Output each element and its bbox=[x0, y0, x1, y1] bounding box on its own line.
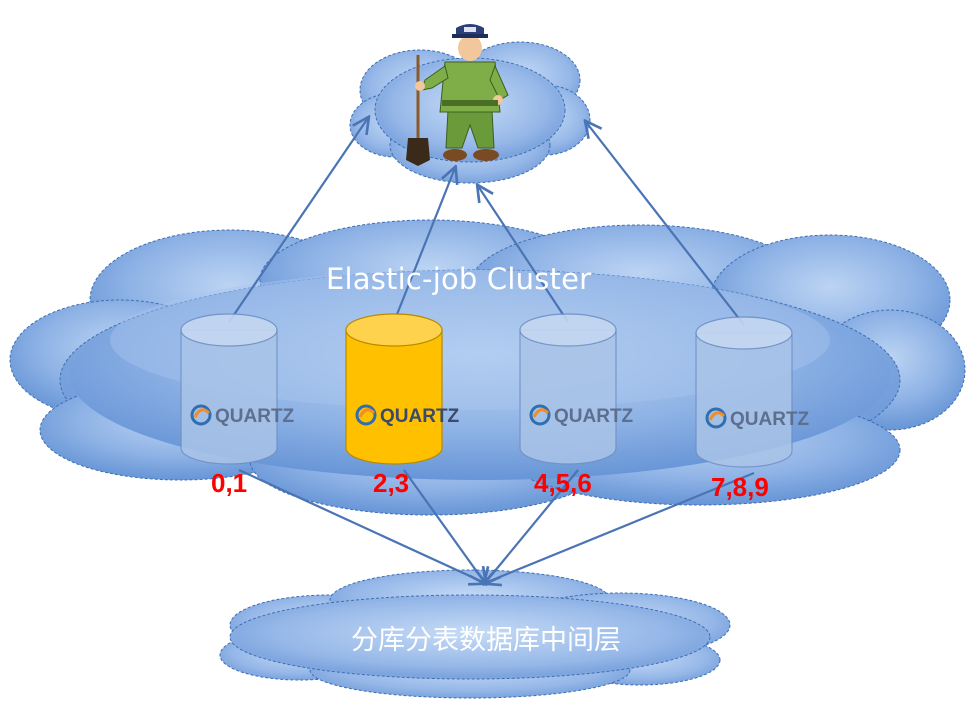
arrow-to-coordinator-2 bbox=[478, 186, 569, 323]
middleware-label: 分库分表数据库中间层 bbox=[351, 625, 621, 656]
quartz-brand-text: QUARTZ bbox=[730, 409, 810, 430]
quartz-logo-icon bbox=[529, 404, 551, 426]
shard-label-1: 2,3 bbox=[373, 468, 410, 498]
quartz-brand-text: QUARTZ bbox=[380, 406, 460, 427]
shard-label-0: 0,1 bbox=[211, 468, 248, 498]
arrows-layer bbox=[228, 118, 755, 583]
arrow-to-middleware-1 bbox=[403, 469, 485, 583]
cluster-label: Elastic-job Cluster bbox=[326, 262, 592, 296]
quartz-logo-icon bbox=[190, 404, 212, 426]
zookeeper-mascot-icon bbox=[406, 24, 509, 166]
arrow-to-middleware-2 bbox=[485, 469, 579, 583]
arrow-to-middleware-0 bbox=[238, 469, 485, 583]
quartz-brand-text: QUARTZ bbox=[554, 406, 634, 427]
shard-label-3: 7,8,9 bbox=[711, 472, 769, 502]
database-node-1: QUARTZ bbox=[345, 313, 460, 465]
database-node-0: QUARTZ bbox=[180, 313, 295, 465]
arrow-to-coordinator-3 bbox=[586, 122, 745, 326]
quartz-brand-text: QUARTZ bbox=[215, 406, 295, 427]
arrow-to-middleware-3 bbox=[485, 471, 755, 583]
nodes-layer: QUARTZ QUARTZ QUARTZ QUARTZ bbox=[180, 313, 810, 468]
arrow-to-coordinator-1 bbox=[392, 168, 455, 323]
quartz-logo-icon bbox=[355, 404, 377, 426]
arrow-to-coordinator-0 bbox=[228, 118, 368, 323]
database-node-2: QUARTZ bbox=[519, 313, 634, 465]
database-node-3: QUARTZ bbox=[695, 316, 810, 468]
shard-label-2: 4,5,6 bbox=[534, 468, 592, 498]
quartz-logo-icon bbox=[705, 407, 727, 429]
